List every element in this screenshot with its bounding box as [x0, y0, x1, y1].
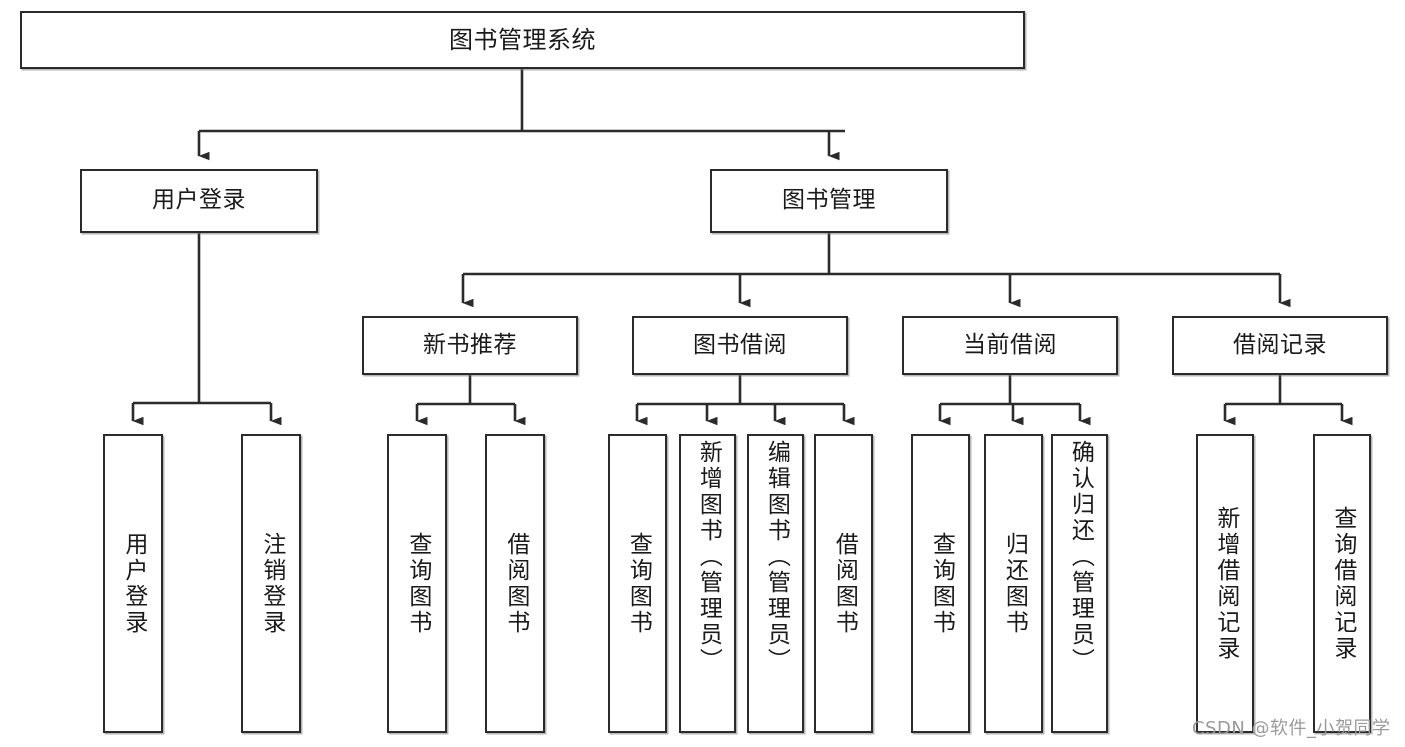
node-book-borrow-label: 图书借阅	[693, 331, 787, 358]
node-book-manage[interactable]: 图书管理	[710, 169, 948, 233]
csdn-watermark: CSDN @软件_小贺同学	[1192, 718, 1391, 739]
node-leaf-query-book-1-label: 查询图书	[404, 531, 431, 636]
node-leaf-query-book-2-label: 查询图书	[625, 531, 652, 636]
node-leaf-user-login-label: 用户登录	[120, 531, 147, 636]
node-leaf-borrow-book-2-label: 借阅图书	[831, 531, 858, 636]
node-user-login[interactable]: 用户登录	[80, 169, 318, 233]
node-leaf-query-book-1[interactable]: 查询图书	[387, 434, 447, 733]
node-leaf-query-book-3-label: 查询图书	[928, 531, 955, 636]
node-leaf-edit-book[interactable]: 编辑图书（管理员）	[747, 434, 804, 733]
node-new-book-rec[interactable]: 新书推荐	[362, 316, 578, 375]
node-leaf-confirm-return[interactable]: 确认归还（管理员）	[1051, 434, 1108, 733]
node-leaf-return-book[interactable]: 归还图书	[984, 434, 1043, 733]
node-book-manage-label: 图书管理	[782, 187, 876, 214]
node-leaf-query-record-label: 查询借阅记录	[1329, 505, 1356, 662]
node-leaf-add-record-label: 新增借阅记录	[1212, 505, 1239, 662]
node-borrow-record[interactable]: 借阅记录	[1172, 316, 1388, 375]
node-current-borrow-label: 当前借阅	[963, 331, 1057, 358]
node-leaf-return-book-label: 归还图书	[1001, 531, 1028, 636]
node-leaf-query-book-3[interactable]: 查询图书	[911, 434, 970, 733]
node-leaf-borrow-book-1[interactable]: 借阅图书	[485, 434, 545, 733]
node-leaf-borrow-book-1-label: 借阅图书	[502, 531, 529, 636]
node-leaf-query-record[interactable]: 查询借阅记录	[1313, 434, 1371, 733]
node-root-label: 图书管理系统	[449, 25, 596, 54]
node-leaf-add-book[interactable]: 新增图书（管理员）	[679, 434, 736, 733]
node-leaf-user-logout-label: 注销登录	[258, 531, 285, 636]
node-leaf-user-login[interactable]: 用户登录	[103, 434, 163, 733]
node-root[interactable]: 图书管理系统	[20, 11, 1025, 69]
node-leaf-confirm-return-label: 确认归还（管理员）	[1067, 440, 1094, 674]
node-leaf-borrow-book-2[interactable]: 借阅图书	[814, 434, 873, 733]
node-leaf-add-book-label: 新增图书（管理员）	[695, 440, 722, 674]
node-book-borrow[interactable]: 图书借阅	[632, 316, 848, 375]
node-current-borrow[interactable]: 当前借阅	[902, 316, 1118, 375]
node-leaf-add-record[interactable]: 新增借阅记录	[1196, 434, 1254, 733]
node-leaf-edit-book-label: 编辑图书（管理员）	[763, 440, 790, 674]
node-user-login-label: 用户登录	[152, 187, 246, 214]
node-borrow-record-label: 借阅记录	[1233, 331, 1327, 358]
node-leaf-query-book-2[interactable]: 查询图书	[608, 434, 667, 733]
node-new-book-rec-label: 新书推荐	[423, 331, 517, 358]
node-leaf-user-logout[interactable]: 注销登录	[241, 434, 301, 733]
